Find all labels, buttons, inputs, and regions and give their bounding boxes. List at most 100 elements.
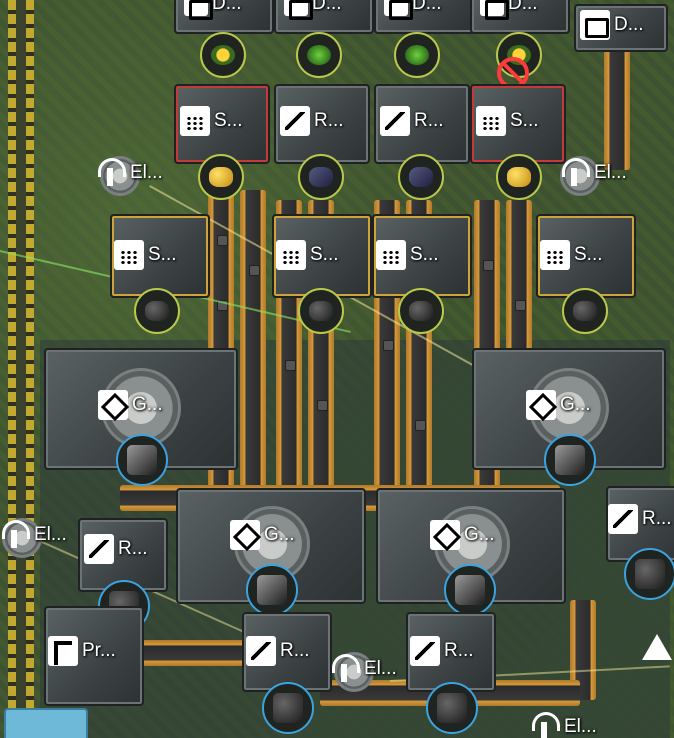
item-badge[interactable] <box>296 32 342 78</box>
refinery-icon <box>380 106 410 136</box>
stone-block-icon <box>127 445 157 475</box>
ore-item <box>483 260 494 271</box>
coal-icon <box>409 301 433 321</box>
product-badge[interactable] <box>444 564 496 616</box>
grinder-label: G... <box>526 390 591 420</box>
product-badge[interactable] <box>246 564 298 616</box>
coal-icon <box>145 301 169 321</box>
product-badge[interactable] <box>116 434 168 486</box>
refinery-icon <box>280 106 310 136</box>
ore-item <box>285 360 296 371</box>
sifter-label: S... <box>540 240 603 270</box>
sifter-label: S... <box>476 106 539 136</box>
grinder-icon <box>98 390 128 420</box>
refinery-label: R... <box>84 534 148 564</box>
ore-item <box>217 235 228 246</box>
antenna-label: El... <box>96 158 163 188</box>
grinder-label: G... <box>430 520 495 550</box>
product-badge[interactable] <box>624 548 674 600</box>
drone-port-label: D... <box>384 0 442 20</box>
sifter-icon <box>180 106 210 136</box>
crystal-icon <box>409 167 433 187</box>
truck-icon <box>480 0 509 20</box>
warning-marker[interactable] <box>642 634 672 660</box>
antenna-label: El... <box>560 158 627 188</box>
item-badge[interactable] <box>200 32 246 78</box>
antenna-icon <box>0 520 30 550</box>
press[interactable] <box>44 606 144 706</box>
press-icon <box>48 636 78 666</box>
refinery-label: R... <box>380 106 444 136</box>
item-badge[interactable] <box>398 288 444 334</box>
item-badge[interactable] <box>298 154 344 200</box>
sifter-label: S... <box>376 240 439 270</box>
item-badge[interactable] <box>496 154 542 200</box>
antenna-label: El... <box>530 712 597 738</box>
product-badge[interactable] <box>262 682 314 734</box>
sifter-icon <box>376 240 406 270</box>
stone-block-icon <box>555 445 585 475</box>
gold-ore-icon <box>507 167 531 187</box>
refinery-icon <box>410 636 440 666</box>
gold-ore-icon <box>209 167 233 187</box>
grinder-label: G... <box>98 390 163 420</box>
ore-item <box>249 265 260 276</box>
antenna-icon <box>560 158 590 188</box>
antenna-label: El... <box>0 520 67 550</box>
item-badge[interactable] <box>394 32 440 78</box>
grinder-icon <box>430 520 460 550</box>
grinder-label: G... <box>230 520 295 550</box>
drone-port-label: D... <box>580 10 644 40</box>
coal-block-icon <box>273 693 303 723</box>
sifter-label: S... <box>180 106 243 136</box>
ore-item <box>415 420 426 431</box>
drone-port-label: D... <box>480 0 538 20</box>
antenna-icon <box>530 712 560 738</box>
sifter-icon <box>114 240 144 270</box>
sifter-icon <box>276 240 306 270</box>
ore-item <box>515 300 526 311</box>
crystal-icon <box>309 167 333 187</box>
item-badge[interactable] <box>562 288 608 334</box>
grinder[interactable] <box>176 488 366 604</box>
truck-icon <box>184 0 213 20</box>
grinder-icon <box>526 390 556 420</box>
warning-icon <box>642 634 672 660</box>
conveyor-belt[interactable] <box>506 200 532 360</box>
sifter-label: S... <box>276 240 339 270</box>
conveyor-belt[interactable] <box>604 40 630 170</box>
item-badge[interactable] <box>198 154 244 200</box>
drone-port-label: D... <box>184 0 242 20</box>
item-badge[interactable] <box>298 288 344 334</box>
refinery-icon <box>246 636 276 666</box>
press-label: Pr... <box>48 636 116 666</box>
coal-block-icon <box>635 559 665 589</box>
coal-block-icon <box>437 693 467 723</box>
refinery-label: R... <box>246 636 310 666</box>
sifter-label: S... <box>114 240 177 270</box>
item-badge[interactable] <box>134 288 180 334</box>
sifter-icon <box>540 240 570 270</box>
conveyor-belt[interactable] <box>240 190 266 490</box>
refinery-icon <box>84 534 114 564</box>
coal-icon <box>309 301 333 321</box>
coal-icon <box>573 301 597 321</box>
water-tank[interactable] <box>4 708 88 738</box>
antenna-icon <box>96 158 126 188</box>
flower-icon <box>211 45 235 65</box>
refinery-label: R... <box>410 636 474 666</box>
plant-icon <box>307 45 331 65</box>
stone-block-icon <box>257 575 287 605</box>
ore-item <box>383 340 394 351</box>
refinery-icon <box>608 504 638 534</box>
item-badge[interactable] <box>398 154 444 200</box>
product-badge[interactable] <box>544 434 596 486</box>
hazard-wall <box>8 0 34 738</box>
truck-icon <box>284 0 313 20</box>
plant-icon <box>405 45 429 65</box>
refinery-label: R... <box>608 504 672 534</box>
stone-block-icon <box>455 575 485 605</box>
product-badge[interactable] <box>426 682 478 734</box>
drone-port-label: D... <box>284 0 342 20</box>
